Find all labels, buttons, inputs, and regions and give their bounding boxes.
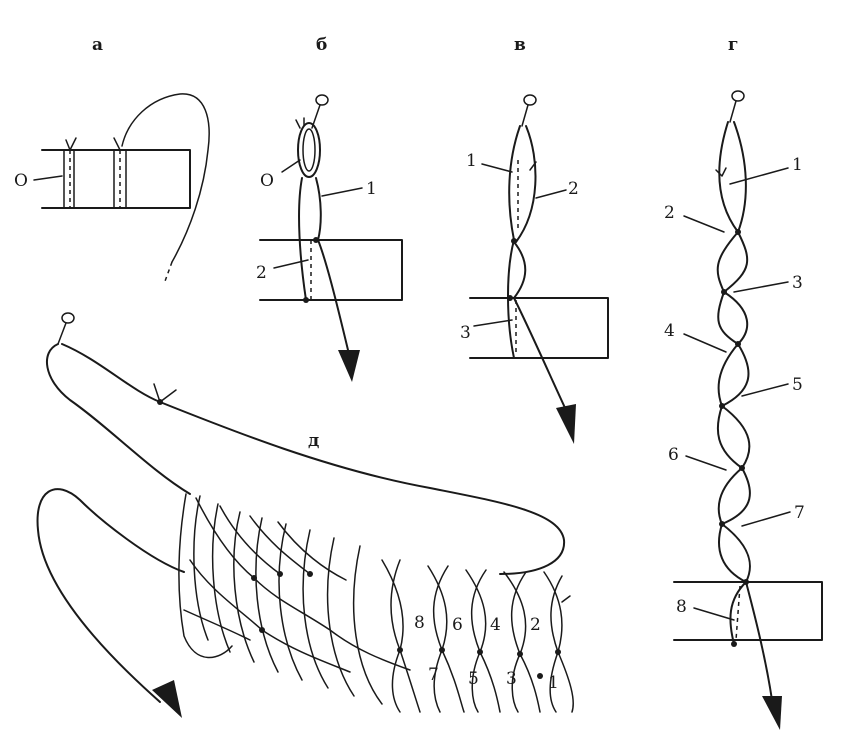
panel-a: а О (14, 35, 210, 285)
panel-d-label-0: 8 (414, 613, 425, 633)
panel-d-title: д (308, 431, 319, 451)
panel-v-title: в (514, 35, 526, 55)
panel-d-label-4: 7 (428, 665, 439, 685)
panel-a-title: а (92, 35, 103, 55)
panel-g-pin-icon (729, 90, 745, 123)
panel-b-label-0: О (260, 171, 274, 191)
panel-a-loop-1 (63, 149, 75, 209)
panel-g-label-5: 6 (668, 445, 679, 465)
panel-g: г 1 2 3 4 5 6 7 8 (664, 35, 823, 730)
panel-b-thread-right (315, 177, 349, 351)
panel-g-label-3: 4 (664, 321, 675, 341)
panel-v-label-0: 1 (466, 151, 477, 171)
panel-v-label-1: 2 (568, 179, 579, 199)
panel-g-title: г (728, 35, 738, 55)
panel-g-label-7: 8 (676, 597, 687, 617)
panel-d-arrow (152, 680, 182, 718)
panel-b-thread-left (298, 177, 307, 301)
panel-v-mesh-gauge (469, 297, 609, 359)
panel-b-label-2: 2 (256, 263, 267, 283)
panel-a-mesh-gauge (41, 149, 191, 209)
panel-a-loop-2 (113, 149, 127, 209)
panel-v-pin-icon (521, 94, 537, 127)
panel-b-mesh-gauge (259, 239, 403, 301)
panel-v: в 1 2 3 (460, 35, 609, 444)
panel-g-label-4: 5 (792, 375, 803, 395)
panel-g-label-6: 7 (794, 503, 805, 523)
panel-v-thread-mid (515, 125, 537, 243)
panel-a-label-0: О (14, 171, 28, 191)
panel-g-arrow (762, 696, 782, 730)
panel-d-foundation-cord (46, 343, 191, 495)
panel-g-label-2: 3 (792, 273, 803, 293)
panel-v-arrow (556, 404, 576, 444)
panel-d: д (36, 312, 574, 718)
panel-d-label-1: 6 (452, 615, 463, 635)
panel-b-title: б (316, 35, 327, 55)
panel-d-label-2: 4 (490, 615, 501, 635)
panel-b-arrow (338, 350, 360, 382)
panel-d-label-7: 1 (548, 673, 559, 693)
panel-g-thread-right (721, 121, 773, 701)
panel-b-loop-o (297, 122, 321, 178)
panel-g-thread-left (716, 121, 747, 645)
panel-d-working-thread (36, 488, 185, 703)
panel-a-thread (121, 93, 210, 263)
panel-b: б О 1 2 (256, 35, 403, 382)
panel-d-pin-icon (57, 312, 75, 345)
panel-b-pin-icon (311, 94, 329, 129)
panel-d-label-6: 3 (506, 669, 517, 689)
panel-g-label-1: 2 (664, 203, 675, 223)
panel-v-thread-right (513, 241, 567, 411)
panel-d-netting (178, 493, 574, 713)
panel-d-label-5: 5 (468, 669, 479, 689)
panel-g-label-0: 1 (792, 155, 803, 175)
panel-d-label-3: 2 (530, 615, 541, 635)
panel-b-label-1: 1 (366, 179, 377, 199)
panel-v-label-2: 3 (460, 323, 471, 343)
